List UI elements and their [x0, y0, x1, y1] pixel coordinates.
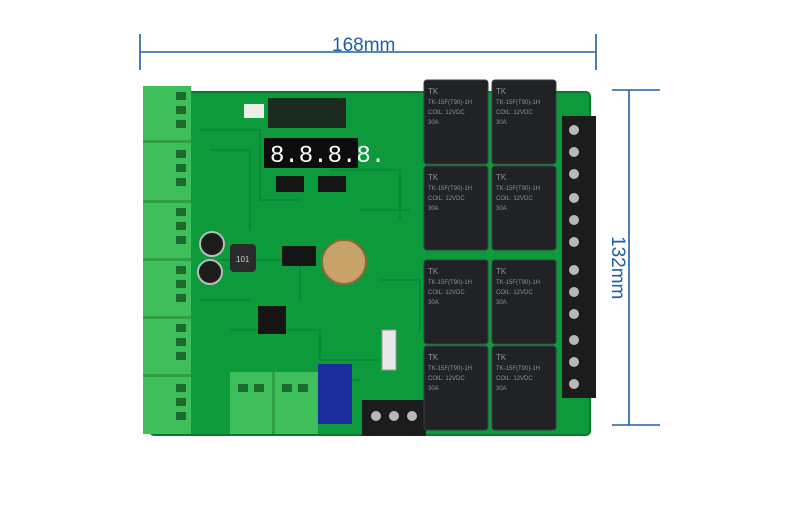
fuse — [381, 329, 397, 371]
relay-6-label: TK — [496, 267, 507, 276]
relay-1-label: TK — [428, 87, 439, 96]
rf-module — [268, 98, 346, 128]
inductor — [230, 244, 256, 272]
relay-4-label: COIL: 12VDC — [496, 196, 533, 202]
relay-5 — [423, 259, 489, 345]
relay-8 — [491, 345, 557, 431]
relay-1-label: 30A — [428, 120, 439, 126]
relays: TK TK-15F(T90)-1H COIL: 12VDC 30A TK TK-15F(T… — [423, 79, 557, 431]
led-display: 8.8.8.8. — [264, 138, 385, 170]
relay-4-label: TK-15F(T90)-1H — [496, 186, 540, 192]
relay-2-label: COIL: 12VDC — [496, 110, 533, 116]
relay-5-label: 30A — [428, 300, 439, 306]
relay-7-label: 30A — [428, 386, 439, 392]
small-relay — [318, 364, 352, 424]
left-terminal-blocks — [143, 86, 191, 434]
relay-4-label: TK — [496, 173, 507, 182]
width-dimension-line — [139, 34, 597, 70]
relay-3-label: TK — [428, 173, 439, 182]
ic-chip-2 — [318, 176, 346, 192]
relay-3-label: COIL: 12VDC — [428, 196, 465, 202]
height-dimension-line — [612, 89, 660, 426]
relay-6-label: 30A — [496, 300, 507, 306]
capacitor-1 — [199, 231, 225, 257]
bottom-terminal-blocks — [230, 372, 318, 434]
relay-1 — [423, 79, 489, 165]
ic-chip-1 — [276, 176, 304, 192]
ic-chip-3 — [282, 246, 316, 266]
relay-7 — [423, 345, 489, 431]
relay-3-label: 30A — [428, 206, 439, 212]
relay-2 — [491, 79, 557, 165]
relay-3-label: TK-15F(T90)-1H — [428, 186, 472, 192]
coin-battery — [321, 239, 367, 285]
relay-6 — [491, 259, 557, 345]
relay-1-label: TK-15F(T90)-1H — [428, 100, 472, 106]
relay-8-label: TK — [496, 353, 507, 362]
led-display-digits: 8.8.8.8. — [270, 143, 385, 170]
relay-5-label: COIL: 12VDC — [428, 290, 465, 296]
mcu-chip — [258, 306, 286, 334]
right-screw-terminals — [562, 116, 596, 398]
relay-5-label: TK — [428, 267, 439, 276]
relay-5-label: TK-15F(T90)-1H — [428, 280, 472, 286]
relay-8-label: TK-15F(T90)-1H — [496, 366, 540, 372]
relay-8-label: COIL: 12VDC — [496, 376, 533, 382]
relay-6-label: TK-15F(T90)-1H — [496, 280, 540, 286]
relay-7-label: COIL: 12VDC — [428, 376, 465, 382]
relay-7-label: TK — [428, 353, 439, 362]
relay-4-label: 30A — [496, 206, 507, 212]
width-dimension-label: 168mm — [332, 35, 396, 56]
relay-4 — [491, 165, 557, 251]
relay-2-label: 30A — [496, 120, 507, 126]
inductor-marking: 101 — [236, 255, 250, 264]
relay-8-label: 30A — [496, 386, 507, 392]
relay-2-label: TK-15F(T90)-1H — [496, 100, 540, 106]
relay-1-label: COIL: 12VDC — [428, 110, 465, 116]
relay-7-label: TK-15F(T90)-1H — [428, 366, 472, 372]
relay-3 — [423, 165, 489, 251]
relay-2-label: TK — [496, 87, 507, 96]
capacitor-2 — [197, 259, 223, 285]
bottom-screw-terminals — [362, 400, 426, 436]
relay-6-label: COIL: 12VDC — [496, 290, 533, 296]
